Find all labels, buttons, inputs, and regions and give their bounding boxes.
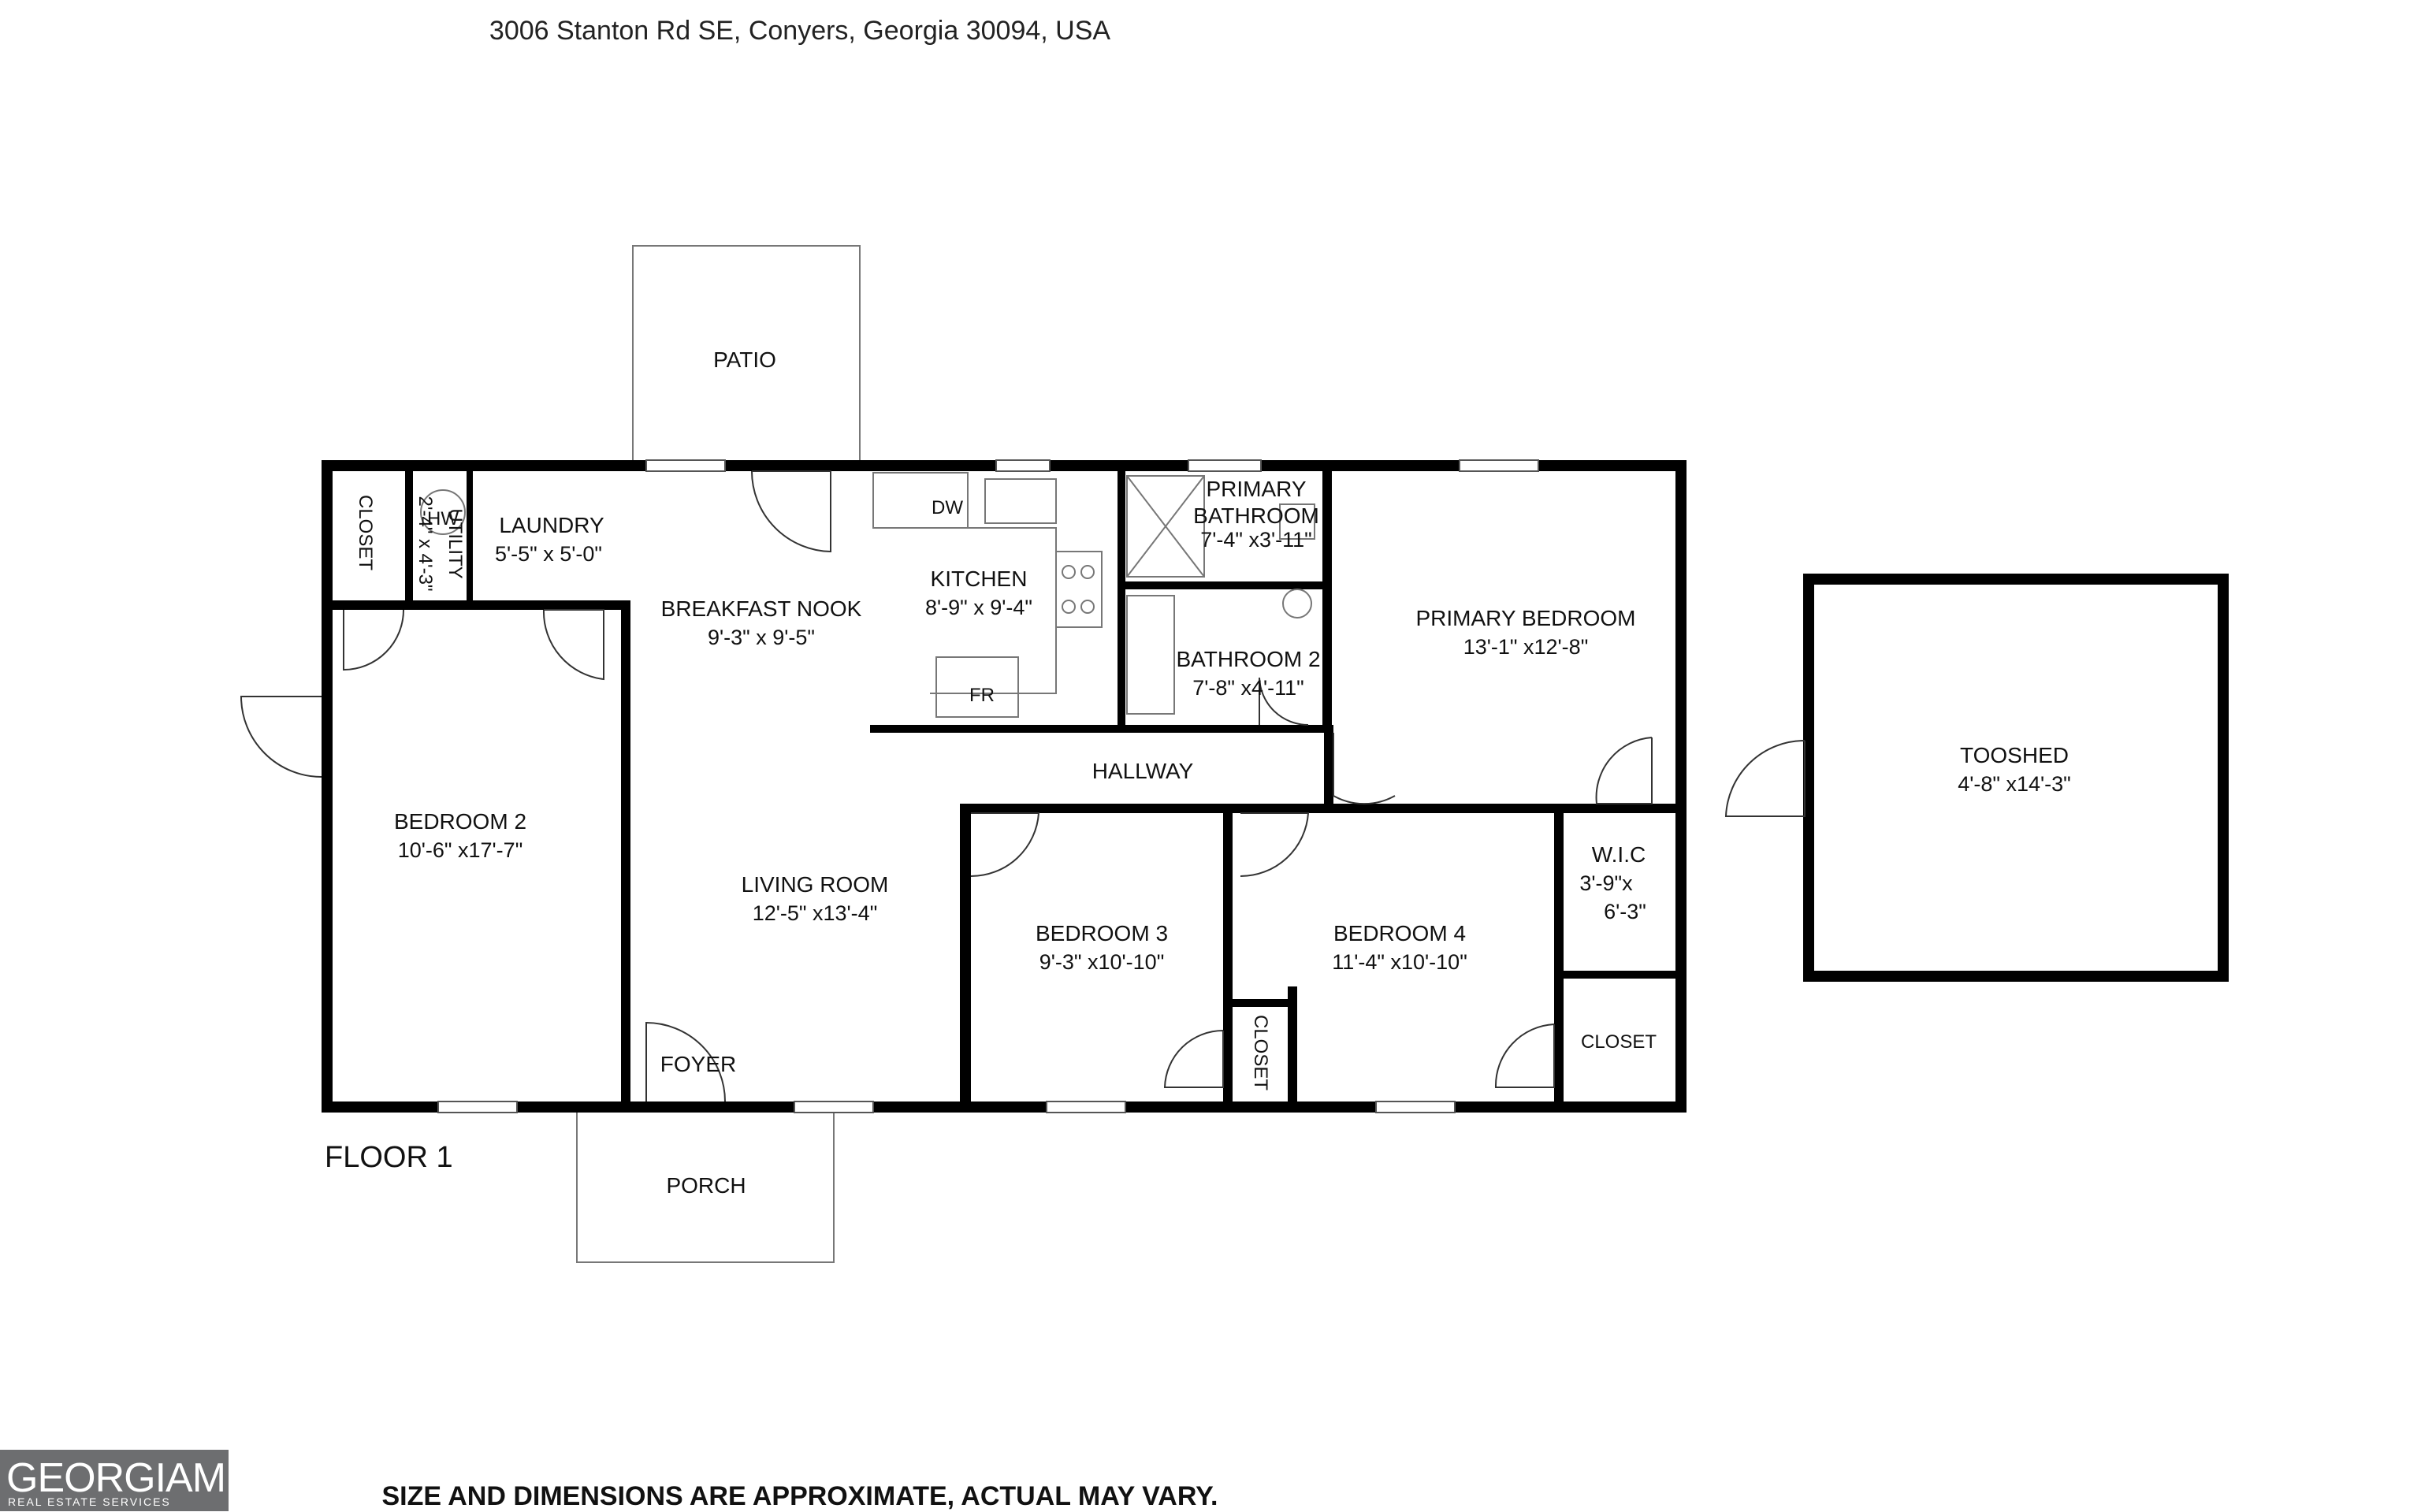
logo-brand: GEORGIAMLS [6,1455,275,1501]
tooshed-dim: 4'-8" x14'-3" [1958,772,2071,796]
address: 3006 Stanton Rd SE, Conyers, Georgia 300… [489,16,1111,46]
hallway-label: HALLWAY [1092,759,1194,783]
closet-nw-label: CLOSET [355,495,376,570]
kitchen-label: KITCHEN [931,567,1028,591]
wic-dim-1: 3'-9"x [1579,871,1633,895]
fr-label: FR [969,685,995,706]
bathroom-2-dim: 7'-8" x4'-11" [1192,676,1304,700]
primary-bedroom-label: PRIMARY BEDROOM [1415,606,1635,630]
windows [437,459,1539,1113]
wic-label: W.I.C [1592,842,1646,867]
utility-dim: 2'-4" x 4'-3" [415,496,436,592]
bedroom-2-dim: 10'-6" x17'-7" [398,838,523,862]
living-room-dim: 12'-5" x13'-4" [753,901,878,925]
bedroom-2-label: BEDROOM 2 [394,809,526,834]
breakfast-nook-label: BREAKFAST NOOK [661,596,862,621]
tooshed-label: TOOSHED [1960,743,2069,767]
closet-mid-label: CLOSET [1250,1015,1271,1090]
utility-label: UTILITY [444,508,466,578]
fixtures [420,472,1315,718]
bedroom-4-label: BEDROOM 4 [1333,921,1466,945]
primary-bathroom-dim: 7'-4" x3'-11" [1200,528,1312,552]
kitchen-dim: 8'-9" x 9'-4" [925,596,1032,619]
primary-bedroom-dim: 13'-1" x12'-8" [1463,635,1589,659]
hw-label: HW [427,508,459,529]
laundry-dim: 5'-5" x 5'-0" [495,542,602,566]
porch-label: PORCH [666,1173,746,1198]
bedroom-3-dim: 9'-3" x10'-10" [1039,950,1165,974]
laundry-label: LAUNDRY [499,513,604,537]
bedroom-4-dim: 11'-4" x10'-10" [1332,950,1467,974]
wic-dim-2: 6'-3" [1604,900,1646,923]
floor-label: FLOOR 1 [325,1141,453,1174]
living-room-label: LIVING ROOM [742,872,889,897]
closet-se-label: CLOSET [1581,1031,1657,1053]
patio-label: PATIO [713,347,776,372]
foyer-label: FOYER [660,1052,736,1076]
interior-walls [331,471,1679,1107]
georgiamls-logo: GEORGIAMLS REAL ESTATE SERVICES [0,1450,275,1511]
primary-bathroom-label-2: BATHROOM [1193,503,1319,528]
dw-label: DW [932,497,963,518]
doors [240,470,1806,1102]
breakfast-nook-dim: 9'-3" x 9'-5" [708,626,815,649]
primary-bathroom-label-1: PRIMARY [1206,477,1306,501]
bathroom-2-label: BATHROOM 2 [1176,647,1320,671]
logo-tagline: REAL ESTATE SERVICES [8,1495,171,1508]
disclaimer: SIZE AND DIMENSIONS ARE APPROXIMATE, ACT… [381,1481,1218,1511]
bedroom-3-label: BEDROOM 3 [1036,921,1168,945]
tooshed-walls [1803,574,2229,982]
